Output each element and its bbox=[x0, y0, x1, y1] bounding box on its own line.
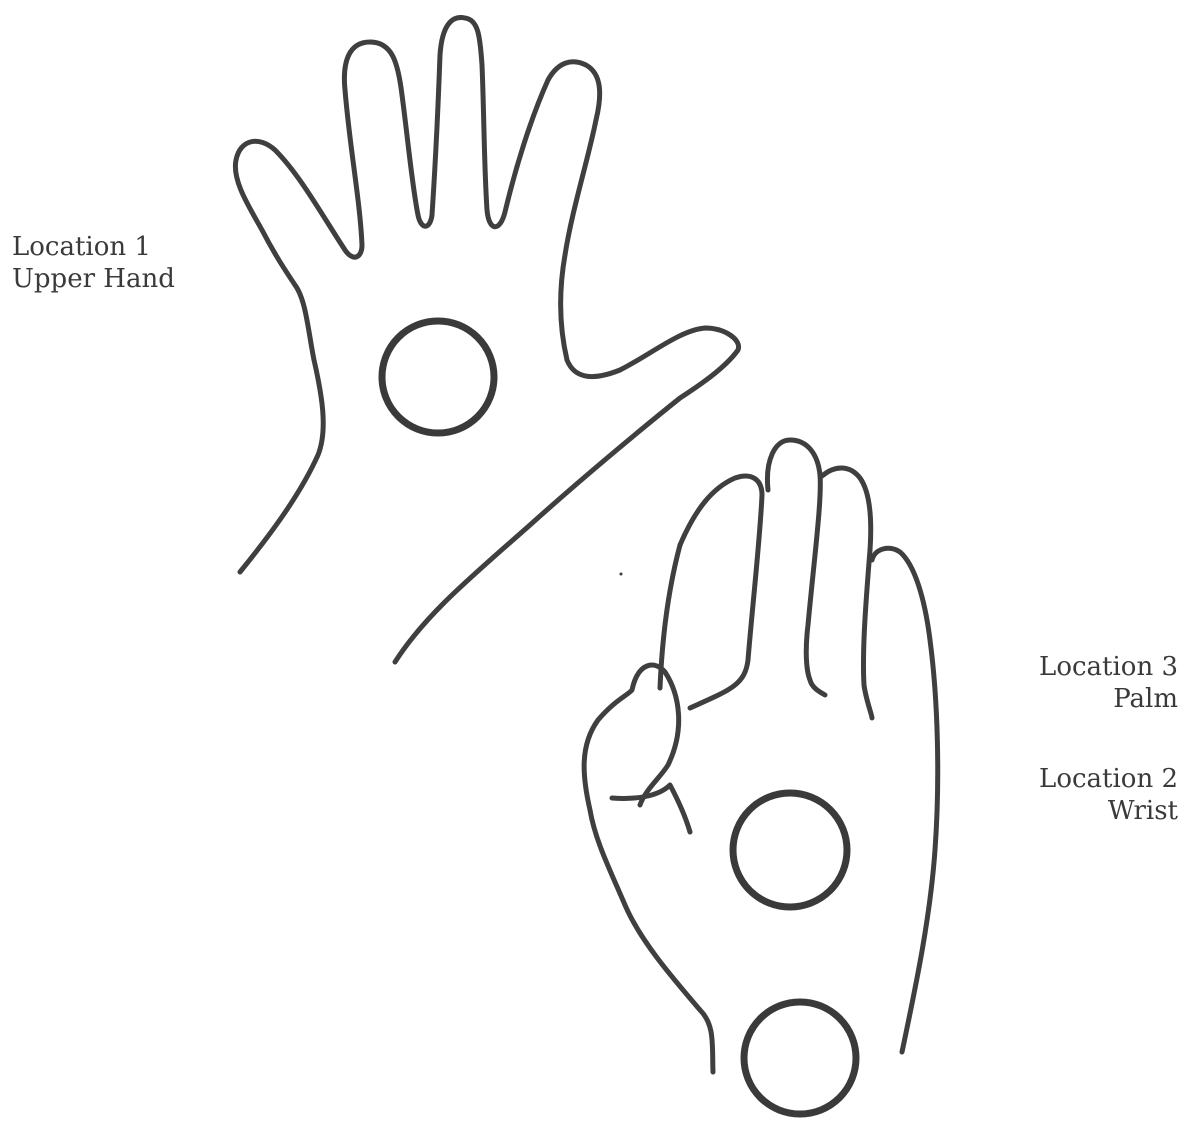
location-1-label: Location 1 Upper Hand bbox=[12, 231, 175, 295]
little-finger-and-edge bbox=[872, 548, 938, 1052]
location-2-title: Location 2 bbox=[1039, 763, 1178, 795]
upper-hand-outline bbox=[235, 17, 738, 662]
location-2-label: Location 2 Wrist bbox=[1039, 763, 1178, 827]
palm-hand-drawing bbox=[584, 440, 938, 1114]
thumb-base-line bbox=[660, 545, 680, 688]
middle-finger bbox=[767, 440, 825, 695]
upper-hand-drawing bbox=[235, 17, 738, 662]
location-3-title: Location 3 bbox=[1039, 651, 1178, 683]
stray-dot bbox=[620, 573, 623, 576]
location-2-subtitle: Wrist bbox=[1039, 795, 1178, 827]
location-1-subtitle: Upper Hand bbox=[12, 263, 175, 295]
upper-hand-location-marker bbox=[382, 321, 494, 433]
location-3-label: Location 3 Palm bbox=[1039, 651, 1178, 715]
palm-hand-outline bbox=[584, 665, 713, 1072]
location-1-title: Location 1 bbox=[12, 231, 175, 263]
index-finger bbox=[680, 476, 762, 708]
palm-location-marker bbox=[733, 793, 847, 907]
thumb-crease bbox=[612, 785, 690, 832]
location-3-subtitle: Palm bbox=[1039, 683, 1178, 715]
wrist-location-marker bbox=[744, 1002, 856, 1114]
ring-finger bbox=[822, 468, 872, 718]
